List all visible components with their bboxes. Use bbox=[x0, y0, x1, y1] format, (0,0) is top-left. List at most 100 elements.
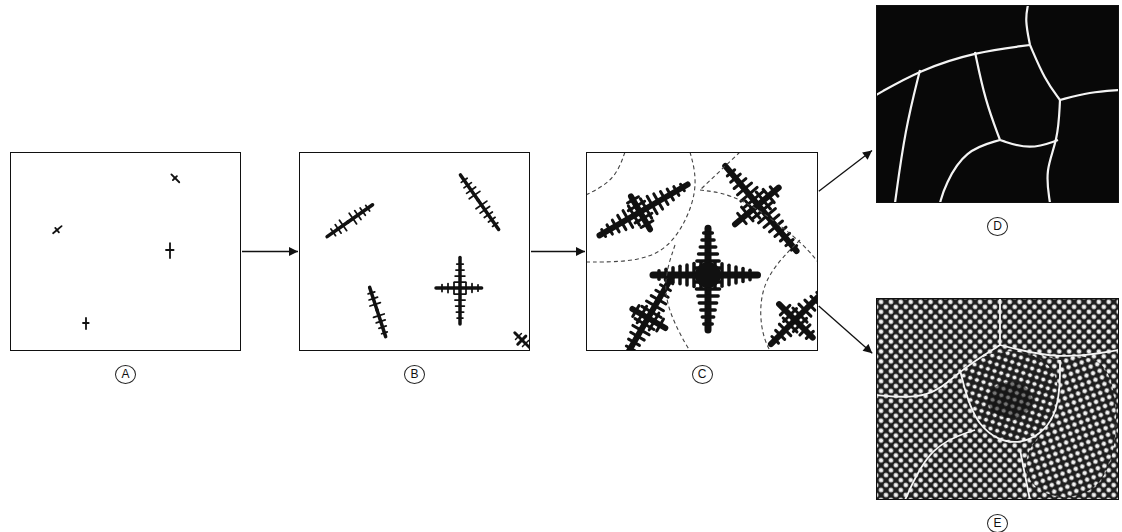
dendrite-arm bbox=[657, 275, 661, 279]
label-holder: A bbox=[11, 364, 240, 384]
dendrite-arm bbox=[805, 300, 810, 305]
dendrite-arm bbox=[522, 340, 529, 348]
dendrite-arm bbox=[637, 315, 642, 323]
dendrite-arm bbox=[741, 269, 745, 275]
dendrite-arm bbox=[526, 340, 529, 343]
dendritic-grains bbox=[877, 299, 1118, 499]
dendrite-arm bbox=[465, 283, 467, 288]
growing-dendrites bbox=[327, 175, 529, 349]
dendrite-arm bbox=[628, 219, 633, 227]
dendrite-arm bbox=[633, 311, 636, 316]
dendrite-arm bbox=[469, 195, 474, 199]
dendrite-arm bbox=[780, 310, 785, 315]
grain-boundary bbox=[1030, 45, 1060, 100]
dendrite-arm bbox=[461, 180, 464, 182]
dendrite-arm bbox=[170, 249, 174, 251]
dendrite-arm bbox=[704, 231, 708, 235]
grain-texture bbox=[960, 351, 1058, 442]
dendrite-arm bbox=[481, 201, 486, 205]
dendrite-arm bbox=[353, 219, 357, 224]
grain-boundary bbox=[587, 153, 625, 195]
dendrite-arm bbox=[775, 340, 778, 343]
dendrite-arm bbox=[383, 326, 387, 327]
dendrite-arm bbox=[737, 189, 744, 195]
dendrite-arm bbox=[685, 275, 689, 285]
label-holder: C bbox=[587, 364, 817, 384]
dendrite-arm bbox=[811, 296, 815, 300]
dendrite-arm bbox=[441, 288, 443, 292]
dendrite-arm bbox=[476, 205, 481, 209]
grain-boundary bbox=[1048, 100, 1060, 202]
dendrite-arm bbox=[339, 220, 343, 225]
grain-boundary bbox=[666, 245, 690, 350]
panel-letter: A bbox=[115, 365, 136, 384]
dendrite-arm bbox=[785, 233, 790, 237]
grain-boundary bbox=[999, 299, 1001, 345]
dendrite-arm bbox=[349, 213, 353, 218]
dendrite-arm bbox=[817, 292, 818, 295]
dendrite-arm bbox=[631, 348, 635, 350]
dendrite-arm bbox=[780, 335, 785, 340]
dendrite-arm bbox=[805, 325, 810, 330]
dendrite-arm bbox=[368, 293, 371, 294]
dendrite-arm bbox=[763, 189, 769, 196]
dendrite-arm bbox=[379, 314, 384, 316]
dendrite-arm bbox=[660, 319, 663, 325]
dendrite-arm bbox=[734, 267, 738, 275]
stage-panel: B bbox=[299, 152, 530, 351]
stage-panel: C bbox=[586, 152, 818, 351]
process-arrow bbox=[242, 251, 298, 252]
grain-boundary bbox=[877, 45, 1030, 95]
dendrite-arm bbox=[771, 320, 795, 344]
dendrite-arm bbox=[475, 191, 480, 195]
dendrite-core bbox=[695, 262, 721, 288]
dendrite-arm bbox=[628, 206, 636, 211]
dendrite-arm bbox=[454, 281, 460, 283]
dendrite-arm bbox=[647, 221, 653, 224]
panel-letter: E bbox=[987, 514, 1008, 532]
dendrite-arm bbox=[453, 288, 455, 294]
dendrite-arm bbox=[651, 296, 658, 300]
dendrite-arm bbox=[708, 294, 718, 298]
dendrite-arm bbox=[515, 333, 522, 340]
dendrite-arm bbox=[622, 223, 626, 230]
dendrite-arm bbox=[656, 290, 662, 294]
dendrite-arm bbox=[727, 265, 731, 275]
label-holder: D bbox=[877, 216, 1118, 236]
stage-panel: D bbox=[876, 5, 1119, 203]
dendrite-arm bbox=[343, 225, 347, 230]
dendrite-arm bbox=[789, 239, 793, 242]
dendrite-arm bbox=[708, 322, 712, 326]
dendrite-arm bbox=[754, 192, 763, 200]
dendrite-arm bbox=[702, 238, 708, 242]
dendrite-arm bbox=[638, 336, 645, 340]
dendrite-arm bbox=[660, 191, 664, 198]
dendrite-arm bbox=[708, 301, 717, 305]
dendrite-arm bbox=[799, 304, 805, 310]
dendrite-arm bbox=[370, 287, 377, 310]
grain-boundary bbox=[587, 153, 695, 262]
grain-boundary bbox=[700, 190, 817, 262]
process-arrow bbox=[819, 306, 873, 353]
grain-boundary bbox=[905, 430, 975, 499]
dendrite-arm bbox=[795, 292, 817, 320]
grain-boundary bbox=[1000, 345, 1118, 356]
dendrite-arm bbox=[667, 189, 670, 194]
dendrite-arm bbox=[169, 243, 171, 250]
dendrite-arm bbox=[464, 185, 468, 188]
dendrite-arm bbox=[616, 226, 619, 232]
dendrite-arm bbox=[640, 185, 688, 213]
dendrite-arm bbox=[370, 304, 375, 306]
dendrite-arm bbox=[748, 270, 752, 275]
dendrite-arm bbox=[708, 315, 714, 319]
dendrite-arm bbox=[333, 232, 335, 235]
grain-boundary bbox=[975, 52, 1000, 140]
dendrite-arm bbox=[460, 299, 465, 301]
dendrite-arm bbox=[460, 305, 464, 307]
dendrite-arm bbox=[731, 178, 736, 182]
process-arrow bbox=[819, 151, 872, 192]
dendrite-arm bbox=[460, 175, 478, 200]
